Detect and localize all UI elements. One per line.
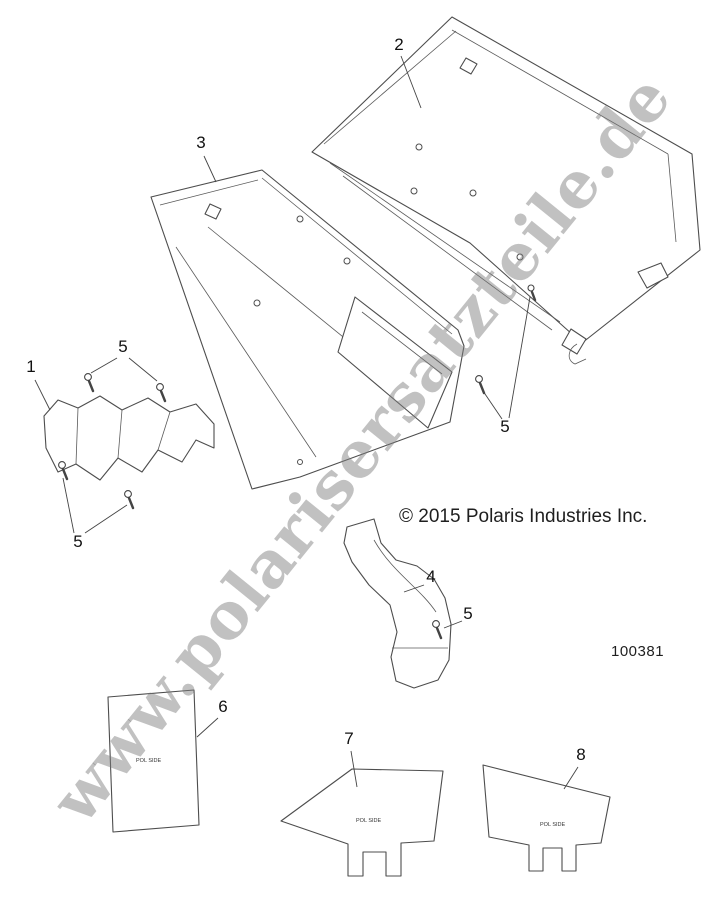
part-support-bracket — [343, 518, 452, 689]
callout-numbers: 1 2 3 4 5 5 5 5 6 7 8 — [26, 35, 585, 764]
part-fender-panel — [150, 169, 465, 490]
callout-5c: 5 — [500, 417, 509, 436]
callout-5d: 5 — [463, 604, 472, 623]
part-decal-left: POL SIDE — [280, 768, 444, 877]
callout-leader-lines — [34, 55, 579, 790]
screw-icon — [527, 284, 537, 302]
screw-icon — [124, 490, 135, 510]
part-decal-right: POL SIDE — [482, 764, 611, 872]
callout-2: 2 — [394, 35, 403, 54]
part-decal-plate: POL SIDE — [107, 689, 200, 833]
part-rear-panel — [311, 16, 701, 365]
drawing-number: 100381 — [611, 643, 665, 660]
callout-1: 1 — [26, 357, 35, 376]
callout-4: 4 — [426, 567, 435, 586]
decal-7-text: POL SIDE — [356, 818, 381, 824]
fasteners — [58, 284, 537, 640]
decal-6-text: POL SIDE — [136, 758, 161, 764]
screw-icon — [475, 375, 486, 395]
screw-icon — [58, 461, 69, 481]
callout-7: 7 — [344, 729, 353, 748]
screw-icon — [156, 383, 167, 403]
callout-5a: 5 — [118, 337, 127, 356]
callout-5b: 5 — [73, 532, 82, 551]
screw-icon — [84, 373, 95, 393]
part-bracket — [43, 395, 215, 481]
callout-6: 6 — [218, 697, 227, 716]
callout-3: 3 — [196, 133, 205, 152]
callout-8: 8 — [576, 745, 585, 764]
decal-8-text: POL SIDE — [540, 822, 565, 828]
copyright-text: © 2015 Polaris Industries Inc. — [399, 506, 648, 527]
screw-icon — [432, 620, 443, 640]
